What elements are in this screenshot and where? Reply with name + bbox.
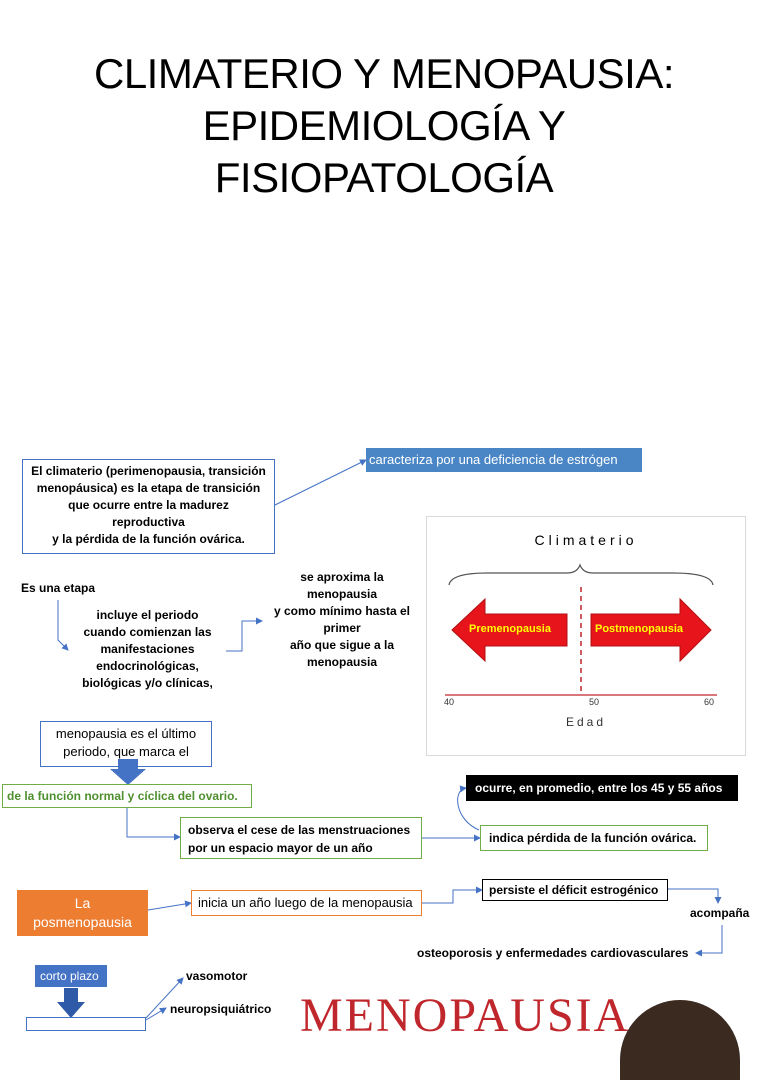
arrow-to-aproxima	[226, 617, 263, 652]
arrow-to-observa	[126, 808, 181, 841]
ocurre-promedio-text: ocurre, en promedio, entre los 45 y 55 a…	[475, 781, 723, 795]
indica-perdida-text: indica pérdida de la función ovárica.	[489, 831, 697, 845]
neuropsiquiatrico-label: neuropsiquiátrico	[170, 1002, 272, 1016]
observa-line-1: observa el cese de las menstruaciones	[188, 823, 411, 837]
funcion-normal-box: de la función normal y cíclica del ovari…	[2, 784, 252, 808]
arrow-to-neuropsiquiatrico	[145, 1007, 167, 1021]
aproxima-line-6: menopausia	[306, 655, 378, 669]
tick-60: 60	[704, 697, 715, 707]
tick-40: 40	[444, 697, 455, 707]
definition-line-3: que ocurre entre la madurez	[68, 498, 229, 512]
ocurre-promedio-box: ocurre, en promedio, entre los 45 y 55 a…	[466, 775, 738, 801]
down-arrow-2-icon	[57, 988, 85, 1018]
definition-line-5: y la pérdida de la función ovárica.	[52, 532, 245, 546]
page-title: CLIMATERIO Y MENOPAUSIA: EPIDEMIOLOGÍA Y…	[0, 48, 768, 204]
arrow-to-acompana	[668, 888, 722, 904]
title-line-1: CLIMATERIO Y MENOPAUSIA:	[93, 50, 675, 97]
arrow-to-deficiency	[274, 459, 367, 506]
funcion-normal-text: de la función normal y cíclica del ovari…	[7, 789, 238, 803]
incluye-line-5: biológicas y/o clínicas,	[82, 676, 213, 690]
osteoporosis-label: osteoporosis y enfermedades cardiovascul…	[417, 946, 689, 960]
posmenopausia-line-2: posmenopausia	[33, 914, 132, 930]
climaterio-title: Climaterio	[534, 532, 638, 548]
observa-line-2: por un espacio mayor de un año	[188, 841, 373, 855]
deficiency-banner: caracteriza por una deficiencia de estró…	[366, 448, 642, 472]
definition-box: El climaterio (perimenopausia, transició…	[22, 459, 275, 554]
climaterio-svg	[445, 563, 717, 696]
postmenopausia-arrow	[590, 597, 712, 663]
axis-label: Edad	[565, 715, 607, 729]
menopausia-image-text: MENOPAUSIA	[300, 989, 631, 1042]
inicia-box: inicia un año luego de la menopausia	[191, 890, 422, 916]
bottom-box	[26, 1017, 146, 1031]
climaterio-figure: Climaterio Premenopausia Postmenopausia …	[426, 516, 746, 756]
title-line-2: EPIDEMIOLOGÍA Y	[202, 102, 566, 149]
arrow-to-vasomotor	[145, 977, 184, 1019]
incluye-line-4: endocrinológicas,	[96, 659, 199, 673]
brace	[448, 563, 714, 586]
aproxima-block: se aproxima la menopausia y como mínimo …	[262, 569, 422, 671]
vasomotor-label: vasomotor	[186, 969, 248, 983]
arrow-to-osteoporosis	[695, 925, 723, 957]
incluye-line-1: incluye el periodo	[96, 608, 199, 622]
aproxima-line-3: y como mínimo hasta el	[273, 604, 411, 618]
definition-line-2: menopáusica) es la etapa de transición	[36, 481, 261, 495]
persiste-box: persiste el déficit estrogénico	[482, 879, 668, 901]
incluye-line-2: cuando comienzan las	[83, 625, 212, 639]
acompana-label: acompaña	[690, 906, 750, 920]
corto-plazo-box: corto plazo	[35, 965, 107, 987]
incluye-line-3: manifestaciones	[100, 642, 195, 656]
posmenopausia-line-1: La	[74, 895, 91, 911]
title-line-3: FISIOPATOLOGÍA	[214, 154, 554, 201]
aproxima-line-2: menopausia	[306, 587, 378, 601]
posmenopausia-box: La posmenopausia	[17, 890, 148, 936]
postmenopausia-label: Postmenopausia	[594, 623, 684, 635]
aproxima-line-4: primer	[323, 621, 361, 635]
menopausia-line-1: menopausia es el último	[55, 726, 197, 741]
arrow-to-inicia	[147, 900, 192, 911]
incluye-block: incluye el periodo cuando comienzan las …	[70, 607, 225, 692]
down-arrow-icon	[110, 759, 146, 785]
arrow-to-incluye	[57, 600, 69, 651]
observa-cese-box: observa el cese de las menstruaciones po…	[180, 817, 422, 859]
arrow-to-ocurre	[457, 785, 480, 831]
arrow-to-persiste	[422, 886, 483, 904]
tick-50: 50	[589, 697, 600, 707]
indica-perdida-box: indica pérdida de la función ovárica.	[480, 825, 708, 851]
definition-line-4: reproductiva	[112, 515, 185, 529]
aproxima-line-5: año que sigue a la	[289, 638, 395, 652]
corto-plazo-text: corto plazo	[40, 969, 99, 983]
deficiency-banner-text: caracteriza por una deficiencia de estró…	[369, 452, 618, 467]
es-una-etapa: Es una etapa	[21, 581, 96, 595]
aproxima-line-1: se aproxima la	[300, 570, 384, 584]
connector-lines	[57, 459, 723, 1021]
inicia-text: inicia un año luego de la menopausia	[198, 895, 413, 910]
menopausia-line-2: periodo, que marca el	[63, 744, 189, 759]
definition-line-1: El climaterio (perimenopausia, transició…	[31, 464, 266, 478]
premenopausia-label: Premenopausia	[469, 623, 551, 635]
persiste-text: persiste el déficit estrogénico	[489, 883, 659, 897]
premenopausia-arrow	[451, 597, 568, 663]
